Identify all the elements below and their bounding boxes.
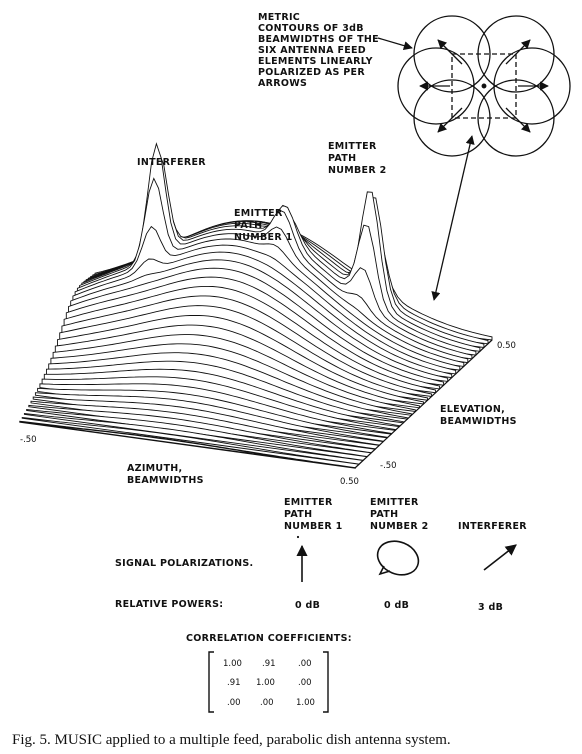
relative-powers-label: RELATIVE POWERS: [115,599,223,610]
signal-polarizations-label: SIGNAL POLARIZATIONS. [115,558,253,569]
svg-text:1.00: 1.00 [296,698,315,708]
spectrum-surface-plot [19,142,493,469]
contour-label-arrow [377,37,413,51]
interferer-peak-label: INTERFERER [137,157,206,168]
relative-power-3: 3 dB [478,602,503,613]
feed-element-4 [493,47,571,125]
contour-to-plot-arrow [431,135,475,301]
relative-power-2: 0 dB [384,600,409,611]
relative-power-1: 0 dB [295,600,320,611]
signal-header-3: INTERFERER [458,521,527,532]
elevation-max-tick: 0.50 [497,341,516,351]
svg-text:.00: .00 [298,678,312,688]
metric-contours-label: METRIC CONTOURS OF 3dB BEAMWIDTHS OF THE… [258,12,383,89]
surface-slice [21,416,360,465]
surface-side-edge [354,339,493,469]
azimuth-max-tick: 0.50 [340,477,359,487]
polarization-elliptical-icon [376,540,420,576]
signal-header-2: EMITTER PATH NUMBER 2 [370,497,428,532]
feed-center-square [451,53,517,119]
azimuth-axis-label: AZIMUTH, BEAMWIDTHS [127,463,204,486]
emitter-path-2-peak-label: EMITTER PATH NUMBER 2 [328,141,386,176]
feed-element-6 [477,79,555,157]
polarization-linear-vertical-icon [296,535,308,582]
svg-text:.91: .91 [227,678,241,688]
svg-text:.00: .00 [227,698,241,708]
polarization-linear-slant-icon [483,544,517,571]
feed-element-2 [477,15,555,93]
elevation-axis-label: ELEVATION, BEAMWIDTHS [440,404,517,427]
svg-text:.00: .00 [260,698,274,708]
feed-element-3 [397,47,475,125]
svg-text:1.00: 1.00 [256,678,275,688]
surface-slice [19,420,356,469]
feed-element-1 [413,15,491,93]
svg-text:1.00: 1.00 [223,659,242,669]
svg-text:.91: .91 [262,659,276,669]
matrix-left-bracket [208,651,214,713]
azimuth-min-tick: -.50 [20,435,37,445]
polarization-arrows [419,39,549,133]
emitter-path-1-peak-label: EMITTER PATH NUMBER 1 [234,208,292,243]
correlation-matrix: 1.00 .91 .00 .91 1.00 .00 .00 .00 1.00 [223,659,315,708]
svg-text:.00: .00 [298,659,312,669]
correlation-title: CORRELATION COEFFICIENTS: [186,633,352,644]
figure-caption: Fig. 5. MUSIC applied to a multiple feed… [12,732,451,748]
surface-slice [23,412,364,462]
feed-center-dot [481,83,487,89]
matrix-right-bracket [323,651,329,713]
signal-header-1: EMITTER PATH NUMBER 1 [284,497,342,532]
feed-contours [397,15,571,157]
elevation-min-tick: -.50 [380,461,397,471]
